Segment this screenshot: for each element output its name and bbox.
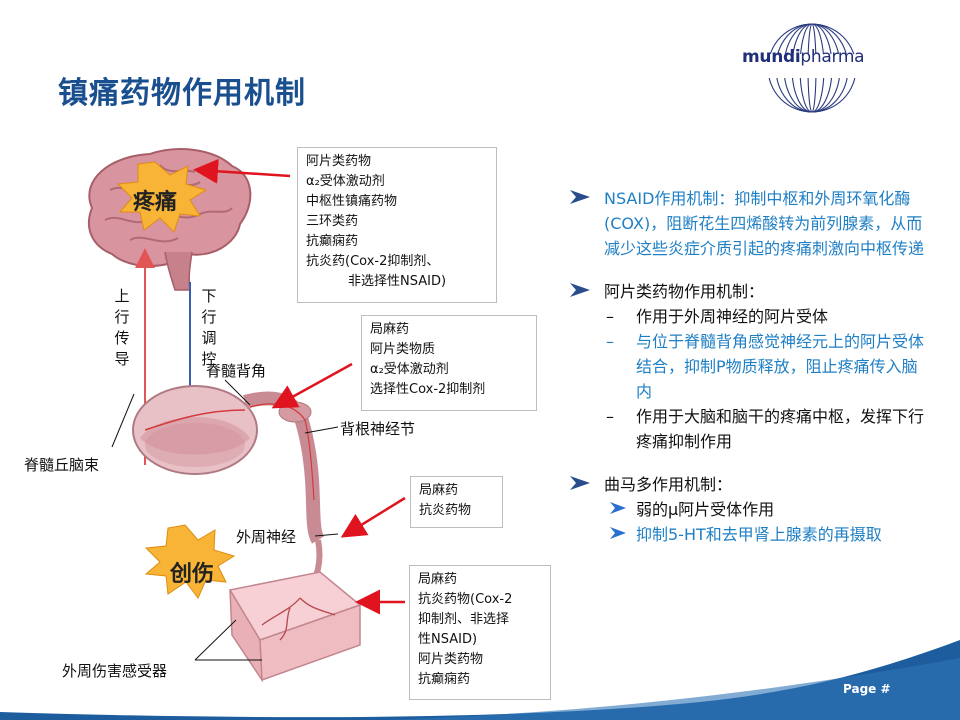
opioid-sub-item: – 作用于大脑和脑干的疼痛中枢，发挥下行疼痛抑制作用 [570, 404, 930, 454]
drug-item: 抗炎药(Cox-2抑制剂、 [306, 254, 440, 269]
drg-label: 背根神经节 [340, 420, 416, 438]
drug-item: 三环类药 [306, 214, 359, 229]
footer-wave [0, 640, 960, 720]
dash: – [606, 332, 614, 351]
pain-pathway-diagram [87, 148, 406, 683]
drug-item: 抑制剂、非选择 [418, 612, 510, 627]
ascending-char: 传 [114, 329, 130, 347]
drug-item: 阿片类药物 [306, 154, 372, 169]
opioid-sub-text: 作用于大脑和脑干的疼痛中枢，发挥下行疼痛抑制作用 [636, 407, 925, 451]
drug-item: 性NSAID) [418, 632, 478, 647]
tramadol-sub-item: 弱的μ阿片受体作用 [570, 497, 930, 522]
spinal-drugs-box: 局麻药 阿片类物质 α₂受体激动剂 选择性Cox-2抑制剂 [361, 315, 537, 411]
dorsal-horn-label: 脊髓背角 [206, 362, 267, 380]
skin-tissue-illustration [228, 571, 362, 683]
opioid-sub-item: – 与位于脊髓背角感觉神经元上的阿片受体结合，抑制P物质释放，阻止疼痛传入脑内 [570, 329, 930, 404]
logo-mundi: mundi [742, 47, 801, 67]
dash: – [606, 307, 614, 326]
drug-item: 阿片类物质 [370, 342, 436, 357]
opioid-sub-item: – 作用于外周神经的阿片受体 [570, 304, 930, 329]
slide-title: 镇痛药物作用机制 [58, 76, 306, 111]
ascending-char: 导 [114, 350, 130, 368]
brain-drugs-box: 阿片类药物 α₂受体激动剂 中枢性镇痛药物 三环类药 抗癫痫药 抗炎药(Cox-… [297, 147, 497, 303]
descending-label: 下 行 调 控 [200, 286, 218, 370]
drug-item: 局麻药 [419, 483, 459, 498]
tramadol-heading: 曲马多作用机制： [604, 475, 733, 494]
nerve-drugs-box: 局麻药 抗炎药物 [410, 476, 503, 528]
ascending-char: 上 [114, 287, 130, 305]
drug-item: 局麻药 [370, 322, 410, 337]
bullet-arrow-icon [570, 190, 590, 204]
nsaid-text: NSAID作用机制：抑制中枢和外周环氧化酶(COX)，阻断花生四烯酸转为前列腺素… [604, 189, 925, 258]
mechanism-bullets: NSAID作用机制：抑制中枢和外周环氧化酶(COX)，阻断花生四烯酸转为前列腺素… [570, 186, 930, 547]
bullet-arrow-icon [570, 283, 590, 297]
tramadol-bullet: 曲马多作用机制： [570, 472, 930, 497]
pain-label: 疼痛 [133, 190, 178, 215]
descending-char: 下 [201, 287, 217, 305]
descending-char: 调 [201, 329, 217, 347]
peripheral-nerve-label: 外周神经 [236, 528, 297, 546]
opioid-sub-text: 与位于脊髓背角感觉神经元上的阿片受体结合，抑制P物质释放，阻止疼痛传入脑内 [636, 332, 925, 401]
tramadol-sub-item: 抑制5-HT和去甲肾上腺素的再摄取 [570, 522, 930, 547]
drug-item: 中枢性镇痛药物 [306, 194, 398, 209]
drug-item: 阿片类药物 [418, 652, 484, 667]
sub-arrow-icon [610, 502, 626, 514]
logo-text: mundipharma [742, 47, 865, 67]
tramadol-sub-text: 弱的μ阿片受体作用 [636, 500, 775, 519]
drug-item: α₂受体激动剂 [370, 362, 449, 377]
injury-burst-icon [144, 524, 236, 599]
drug-item: 抗癫痫药 [418, 672, 471, 687]
sub-arrow-icon [610, 527, 626, 539]
descending-char: 控 [201, 350, 217, 368]
pain-burst-icon [116, 161, 208, 233]
descending-char: 行 [201, 308, 217, 326]
drug-item: 抗炎药物 [419, 503, 472, 518]
page-number: Page # [843, 682, 891, 696]
nsaid-bullet: NSAID作用机制：抑制中枢和外周环氧化酶(COX)，阻断花生四烯酸转为前列腺素… [570, 186, 930, 261]
dash: – [606, 407, 614, 426]
logo-pharma: pharma [800, 47, 865, 67]
bullet-arrow-icon [570, 476, 590, 490]
tramadol-sub-text: 抑制5-HT和去甲肾上腺素的再摄取 [636, 525, 882, 544]
spinothalamic-label: 脊髓丘脑束 [24, 456, 100, 474]
drug-item: α₂受体激动剂 [306, 174, 385, 189]
opioid-bullet: 阿片类药物作用机制： [570, 279, 930, 304]
mundipharma-logo [750, 23, 870, 113]
drug-item: 局麻药 [418, 572, 458, 587]
ascending-char: 行 [114, 308, 130, 326]
ascending-label: 上 行 传 导 [113, 286, 131, 370]
peripheral-drugs-box: 局麻药 抗炎药物(Cox-2 抑制剂、非选择 性NSAID) 阿片类药物 抗癫痫… [409, 565, 551, 700]
drug-item: 抗癫痫药 [306, 234, 359, 249]
opioid-sub-text: 作用于外周神经的阿片受体 [636, 307, 829, 326]
drug-item: 选择性Cox-2抑制剂 [370, 382, 486, 397]
drug-item: 非选择性NSAID) [348, 274, 447, 289]
nociceptor-label: 外周伤害感受器 [62, 662, 168, 680]
injury-label: 创伤 [170, 562, 215, 587]
drug-item: 抗炎药物(Cox-2 [418, 592, 513, 607]
opioid-heading: 阿片类药物作用机制： [604, 282, 765, 301]
